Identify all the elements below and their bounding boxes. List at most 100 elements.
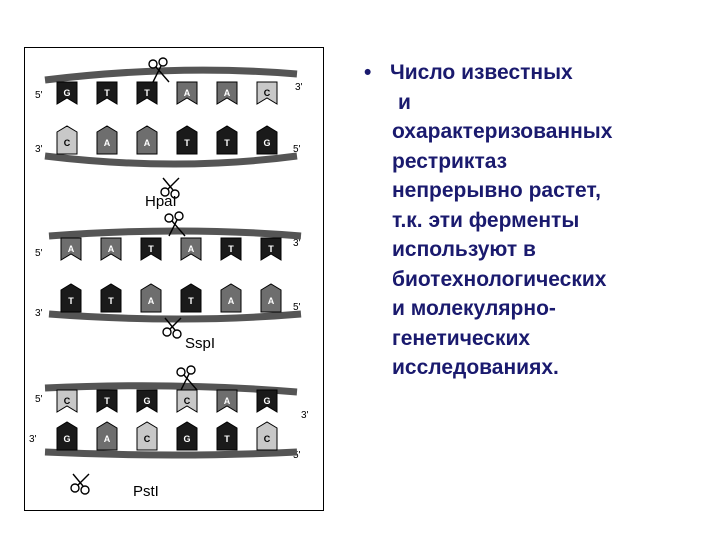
base-top: C	[256, 81, 278, 105]
base-bottom: G	[256, 125, 278, 155]
base-letter: T	[224, 138, 230, 148]
scissors-icon	[160, 177, 180, 199]
text-line: и молекулярно-	[392, 297, 556, 320]
base-top: A	[100, 237, 122, 261]
three-prime-label: 3'	[293, 238, 301, 249]
base-letter: C	[264, 88, 271, 98]
five-prime-label: 5'	[293, 144, 301, 155]
base-letter: T	[224, 434, 230, 444]
base-bottom: G	[176, 421, 198, 451]
text-line: генетических	[392, 326, 531, 350]
base-letter: T	[68, 296, 74, 306]
base-top: C	[176, 389, 198, 413]
scissors-icon	[148, 57, 170, 83]
text-line: непрерывно растет,	[392, 179, 601, 202]
scissors-icon	[176, 365, 198, 391]
base-bottom: C	[56, 125, 78, 155]
text-line: охарактеризованных	[392, 120, 613, 143]
base-bottom: A	[260, 283, 282, 313]
base-top: T	[96, 81, 118, 105]
base-top: A	[180, 237, 202, 261]
bullet-marker: •	[364, 61, 372, 84]
base-letter: T	[104, 88, 110, 98]
base-bottom: A	[140, 283, 162, 313]
base-letter: T	[188, 296, 194, 306]
base-letter: G	[63, 434, 70, 444]
base-bottom: C	[256, 421, 278, 451]
base-top: T	[96, 389, 118, 413]
base-top: A	[216, 389, 238, 413]
dna-backbone	[48, 227, 302, 240]
base-top: T	[136, 81, 158, 105]
base-letter: T	[268, 244, 274, 254]
base-letter: A	[68, 244, 75, 254]
dna-backbone	[44, 66, 298, 84]
base-top: T	[140, 237, 162, 261]
base-top: G	[256, 389, 278, 413]
base-letter: T	[144, 88, 150, 98]
text-line: Число известных	[390, 61, 573, 84]
base-bottom: T	[216, 125, 238, 155]
base-top: T	[220, 237, 242, 261]
base-letter: T	[104, 396, 110, 406]
base-letter: C	[64, 138, 71, 148]
base-letter: A	[108, 244, 115, 254]
scissors-icon	[70, 473, 90, 495]
three-prime-label: 3'	[301, 410, 309, 421]
text-line: и	[398, 90, 411, 114]
base-letter: T	[184, 138, 190, 148]
three-prime-label: 3'	[295, 82, 303, 93]
base-bottom: A	[220, 283, 242, 313]
dna-backbone	[44, 152, 298, 168]
base-letter: G	[263, 138, 270, 148]
base-top: T	[260, 237, 282, 261]
text-line: исследованиях.	[392, 356, 559, 379]
base-letter: A	[148, 296, 155, 306]
three-prime-label: 3'	[29, 434, 37, 445]
text-line: используют в	[392, 238, 536, 261]
base-letter: C	[264, 434, 271, 444]
base-letter: G	[183, 434, 190, 444]
base-letter: T	[148, 244, 154, 254]
base-bottom: A	[96, 421, 118, 451]
base-bottom: G	[56, 421, 78, 451]
scissors-icon	[164, 211, 186, 237]
base-bottom: T	[176, 125, 198, 155]
base-top: A	[60, 237, 82, 261]
five-prime-label: 5'	[35, 90, 43, 101]
three-prime-label: 3'	[35, 144, 43, 155]
enzyme-label-psti: PstI	[133, 483, 159, 500]
five-prime-label: 5'	[35, 394, 43, 405]
base-bottom: C	[136, 421, 158, 451]
base-letter: A	[144, 138, 151, 148]
five-prime-label: 5'	[35, 248, 43, 259]
base-letter: C	[144, 434, 151, 444]
base-letter: G	[143, 396, 150, 406]
base-top: A	[216, 81, 238, 105]
dna-backbone	[48, 310, 302, 323]
base-top: G	[56, 81, 78, 105]
base-letter: C	[184, 396, 191, 406]
text-line: рестриктаз	[392, 149, 508, 173]
base-letter: A	[224, 396, 231, 406]
base-bottom: T	[216, 421, 238, 451]
base-letter: A	[268, 296, 275, 306]
text-line: т.к. эти ферменты	[392, 208, 580, 232]
base-top: A	[176, 81, 198, 105]
base-letter: T	[228, 244, 234, 254]
five-prime-label: 5'	[293, 302, 301, 313]
enzyme-label-hpai: HpaI	[145, 193, 177, 210]
base-bottom: A	[96, 125, 118, 155]
base-bottom: T	[60, 283, 82, 313]
base-bottom: T	[100, 283, 122, 313]
base-letter: A	[228, 296, 235, 306]
base-letter: A	[188, 244, 195, 254]
base-pairs: C G T A G C C G A T G C	[44, 382, 298, 459]
base-letter: C	[64, 396, 71, 406]
